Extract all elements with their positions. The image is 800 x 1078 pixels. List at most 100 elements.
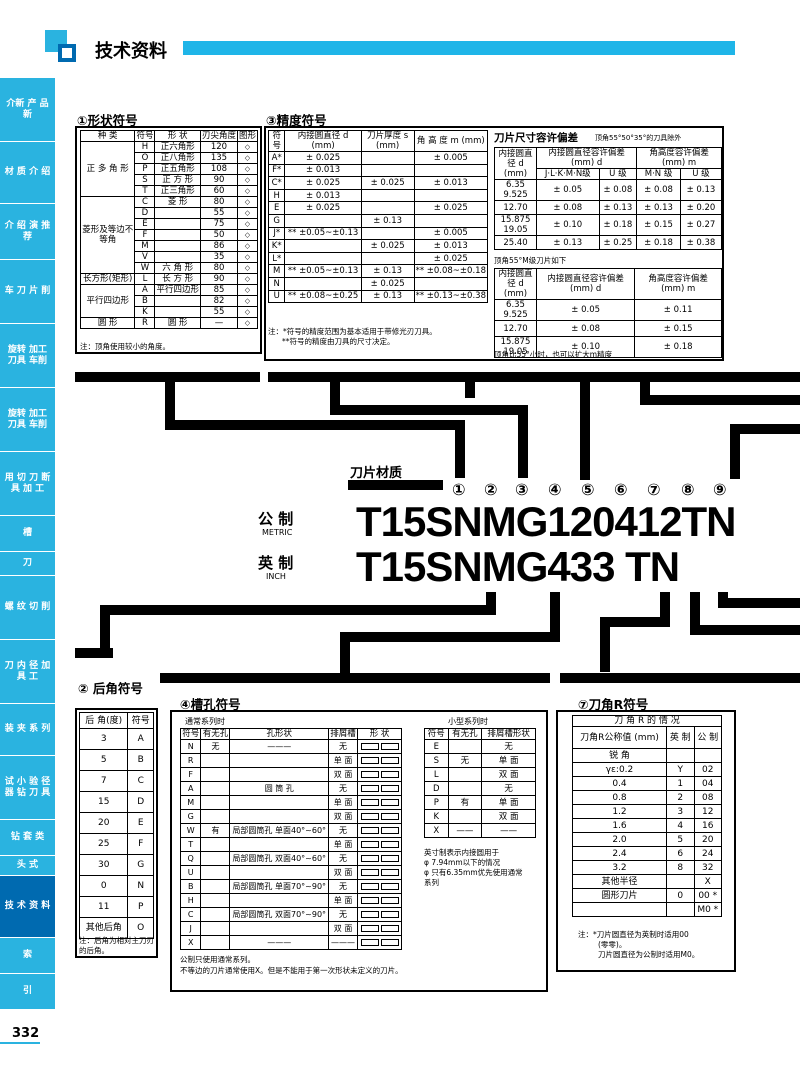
chip-cell <box>200 879 231 894</box>
sidebar-item-13[interactable]: 钻 套 类 <box>0 820 55 856</box>
shape-group: 圆 形 <box>79 317 136 329</box>
precision-cell: ± 0.13 <box>360 264 415 278</box>
code-number-9: ⑨ <box>713 480 727 499</box>
sidebar-item-10[interactable]: 刀 内 径 加 具 工 <box>0 640 55 704</box>
sidebar-item-4[interactable]: 旋转 加工 刀具 车削 <box>0 324 55 388</box>
shape-cell: 长 方 形 <box>154 273 201 285</box>
precision-cell <box>284 213 362 228</box>
shape-cell: P <box>134 163 156 175</box>
shape-cell <box>154 251 201 263</box>
shape-cell: 圆 形 <box>154 317 201 329</box>
chip-small-note: φ 7.94mm以下的情况 <box>424 858 501 867</box>
shape-cell: H <box>134 141 156 153</box>
sidebar-item-16[interactable]: 索 <box>0 938 55 974</box>
shape-header: 刃尖角度 <box>199 130 238 142</box>
inch-en: INCH <box>266 572 286 581</box>
chip-cell: M <box>179 795 202 810</box>
corner-title: ⑦刀角R符号 <box>578 697 649 712</box>
tol-cell: ± 0.10 <box>536 214 600 236</box>
shape-icon: ◇ <box>236 295 259 307</box>
table-row: H± 0.013 <box>267 188 489 203</box>
sidebar-item-12[interactable]: 试 小 验 径 器 钻 刀 具 <box>0 756 55 820</box>
chip-cell: J <box>179 921 202 936</box>
corner-header: 公 制 <box>693 726 722 749</box>
shape-cell <box>154 240 201 252</box>
corner-cell: 00 * <box>693 888 722 903</box>
clearance-cell: 15 <box>78 791 129 813</box>
corner-cell: 4 <box>666 818 695 833</box>
chip-cell <box>229 893 330 908</box>
chip-small-cell <box>447 809 483 824</box>
sidebar-item-15[interactable]: 技 术 资 料 <box>0 876 55 938</box>
corner-cell: 0 <box>666 888 695 903</box>
corner-box <box>556 710 736 972</box>
shape-cell <box>154 218 201 230</box>
precision-cell: N <box>267 276 286 291</box>
chip-cell: F <box>179 767 202 782</box>
precision-header: 内接圆直径 d (mm) <box>284 130 362 152</box>
corner-cell: 0.4 <box>571 776 668 791</box>
shape-cell: D <box>134 207 156 219</box>
sidebar-item-1[interactable]: 材 质 介 绍 <box>0 142 55 204</box>
clearance-cell: B <box>127 749 154 771</box>
precision-cell: ± 0.013 <box>413 239 489 253</box>
chip-cell: 无 <box>328 851 359 866</box>
shape-cell: 75 <box>199 218 238 230</box>
precision-box <box>264 126 724 361</box>
shape-cell: 正 方 形 <box>154 174 201 186</box>
chip-cell: 无 <box>328 907 359 922</box>
corner-cell <box>666 874 695 889</box>
sidebar-item-7[interactable]: 槽 <box>0 516 55 552</box>
table-row: J*** ±0.05~±0.13± 0.005 <box>267 226 489 241</box>
precision-cell: ± 0.025 <box>413 201 489 215</box>
shape-cell: K <box>134 306 156 318</box>
precision-cell: F* <box>267 163 286 178</box>
precision-header: 刀片厚度 s (mm) <box>360 130 415 152</box>
chip-small-cell: 单 面 <box>481 753 536 768</box>
metric-en: METRIC <box>262 528 293 537</box>
tolerance-subtitle: 顶角55°50°35°的刀具除外 <box>595 134 682 142</box>
sidebar-item-3[interactable]: 车 刀 片 削 <box>0 260 55 324</box>
precision-cell: ± 0.025 <box>360 276 415 291</box>
chip-small-cell: 无 <box>481 781 536 796</box>
chip-normal-label: 通常系列时 <box>185 717 225 726</box>
table-row: G± 0.13 <box>267 213 489 228</box>
sidebar-item-8[interactable]: 刀 <box>0 552 55 576</box>
shape-cell: 菱 形 <box>154 196 201 208</box>
shape-icon: ◇ <box>236 284 259 296</box>
chip-small-cell: 双 面 <box>481 809 536 824</box>
corner-cell: 6 <box>666 846 695 861</box>
tol-cell: 12.70 <box>494 200 537 215</box>
chip-small-cell <box>447 781 483 796</box>
shape-cell: 正三角形 <box>154 185 201 197</box>
sidebar-item-11[interactable]: 装 夹 系 列 <box>0 704 55 756</box>
chip-cell: 双 面 <box>328 809 359 824</box>
sidebar-item-5[interactable]: 旋转 加工 刀具 车削 <box>0 388 55 452</box>
sidebar-item-0[interactable]: 介新 产 品新 <box>0 78 55 142</box>
chip-cell: 无 <box>328 823 359 838</box>
sidebar-item-14[interactable]: 头 式 <box>0 856 55 876</box>
shape-cell: 85 <box>199 284 238 296</box>
shape-cell <box>154 306 201 318</box>
chip-small-cell <box>447 767 483 782</box>
sidebar-item-9[interactable]: 螺 纹 切 削 <box>0 576 55 640</box>
chip-box <box>170 710 548 992</box>
sidebar-item-2[interactable]: 介 绍 演 推 荐 <box>0 204 55 260</box>
shape-cell: B <box>134 295 156 307</box>
chip-shape-icon <box>357 781 402 796</box>
table-row: 6.35 9.525± 0.05± 0.11 <box>494 299 722 321</box>
chip-cell: T <box>179 837 202 852</box>
sidebar-item-17[interactable]: 引 <box>0 974 55 1010</box>
table-row: N ± 0.025 <box>267 276 489 291</box>
sidebar-item-6[interactable]: 用 切 刀 断 具 加 工 <box>0 452 55 516</box>
tol-cell: ± 0.20 <box>679 200 723 215</box>
shape-cell: R <box>134 317 156 329</box>
